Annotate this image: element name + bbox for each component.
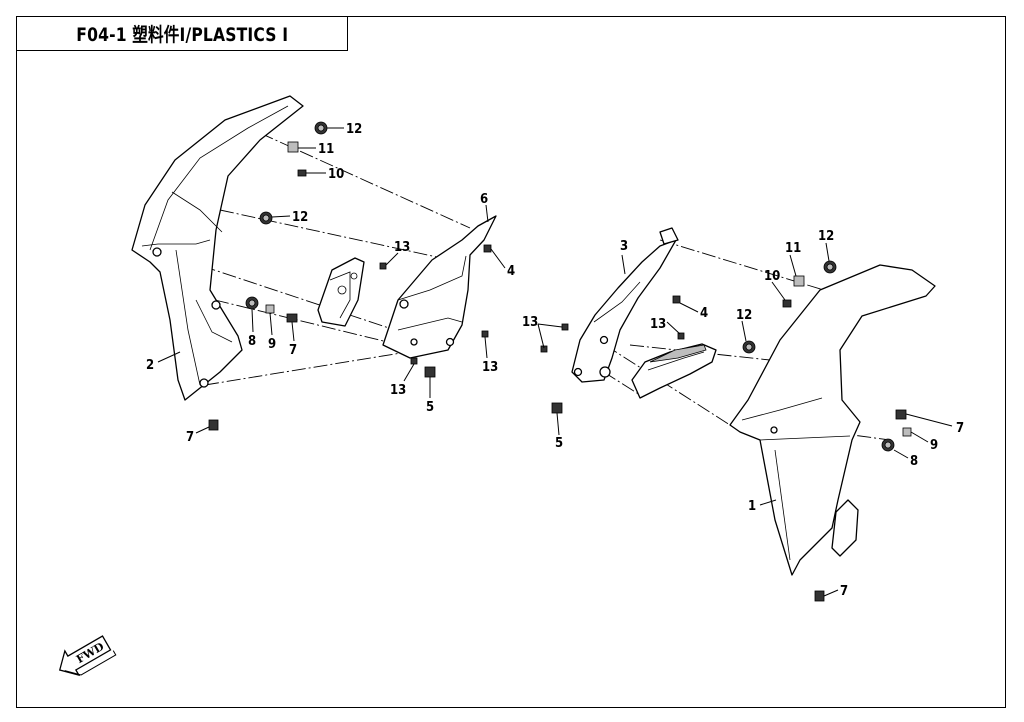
- callout-9b: 9: [930, 438, 938, 453]
- nut-8a: [245, 296, 259, 310]
- callout-8a: 8: [248, 334, 256, 349]
- callout-11b: 11: [785, 241, 801, 256]
- callout-7d: 7: [840, 584, 848, 599]
- bolt-7b: [208, 419, 219, 431]
- screw-13a: [379, 262, 387, 270]
- bolt-7a: [286, 313, 298, 323]
- screw-13d: [561, 323, 569, 331]
- leader-lines: [157, 127, 953, 597]
- drawing-frame: [16, 16, 1006, 708]
- callout-13b: 13: [482, 360, 498, 375]
- nut-12c: [823, 260, 837, 274]
- light-lens: [631, 343, 717, 399]
- part-3-right-bracket: [571, 227, 679, 383]
- callout-labels: 12 11 10 12 8 9 7 7 2 13 4 6 13 13 5 13 …: [146, 122, 964, 599]
- callout-5b: 5: [555, 436, 563, 451]
- callout-7c: 7: [956, 421, 964, 436]
- screw-13b: [481, 330, 489, 338]
- nut-12d: [742, 340, 756, 354]
- callout-13e: 13: [650, 317, 666, 332]
- nut-12b: [259, 211, 273, 225]
- callout-1: 1: [748, 499, 756, 514]
- part-1-right-shroud: [729, 264, 936, 576]
- callout-10b: 10: [764, 269, 780, 284]
- callout-2: 2: [146, 358, 154, 373]
- screw-10b: [782, 299, 792, 308]
- screw-4b: [672, 295, 681, 304]
- callout-13a: 13: [394, 240, 410, 255]
- callout-4a: 4: [507, 264, 515, 279]
- callout-12c: 12: [818, 229, 834, 244]
- clip-11a: [287, 141, 299, 153]
- screw-10a: [297, 169, 307, 177]
- callout-7b: 7: [186, 430, 194, 445]
- callout-8b: 8: [910, 454, 918, 469]
- nut-5a: [424, 366, 436, 378]
- callout-12d: 12: [736, 308, 752, 323]
- fasteners: [208, 121, 912, 602]
- callout-4b: 4: [700, 306, 708, 321]
- screw-4a: [483, 244, 492, 253]
- screw-13f: [677, 332, 685, 340]
- part-2-left-shroud: [131, 95, 304, 401]
- title-box: F04-1 塑料件Ⅰ/PLASTICS Ⅰ: [16, 16, 348, 51]
- nut-5b: [551, 402, 563, 414]
- callout-11a: 11: [318, 142, 334, 157]
- callout-5a: 5: [426, 400, 434, 415]
- clip-11b: [793, 275, 805, 287]
- nut-12a: [314, 121, 328, 135]
- washer-9b: [902, 427, 912, 437]
- diagram-title: F04-1 塑料件Ⅰ/PLASTICS Ⅰ: [76, 24, 288, 46]
- bolt-7d: [814, 590, 825, 602]
- part-6-inner-panel: [382, 215, 497, 359]
- washer-9a: [265, 304, 275, 314]
- callout-9a: 9: [268, 337, 276, 352]
- callout-6: 6: [480, 192, 488, 207]
- fwd-arrow-icon: FWD: [58, 635, 117, 677]
- callout-10a: 10: [328, 167, 344, 182]
- callout-7a: 7: [289, 343, 297, 358]
- callout-12a: 12: [346, 122, 362, 137]
- callout-3: 3: [620, 239, 628, 254]
- left-bracket: [317, 257, 365, 327]
- bolt-7c: [895, 409, 907, 420]
- callout-13c: 13: [390, 383, 406, 398]
- nut-8b: [881, 438, 895, 452]
- callout-12b: 12: [292, 210, 308, 225]
- callout-13d: 13: [522, 315, 538, 330]
- screw-13c: [410, 357, 418, 365]
